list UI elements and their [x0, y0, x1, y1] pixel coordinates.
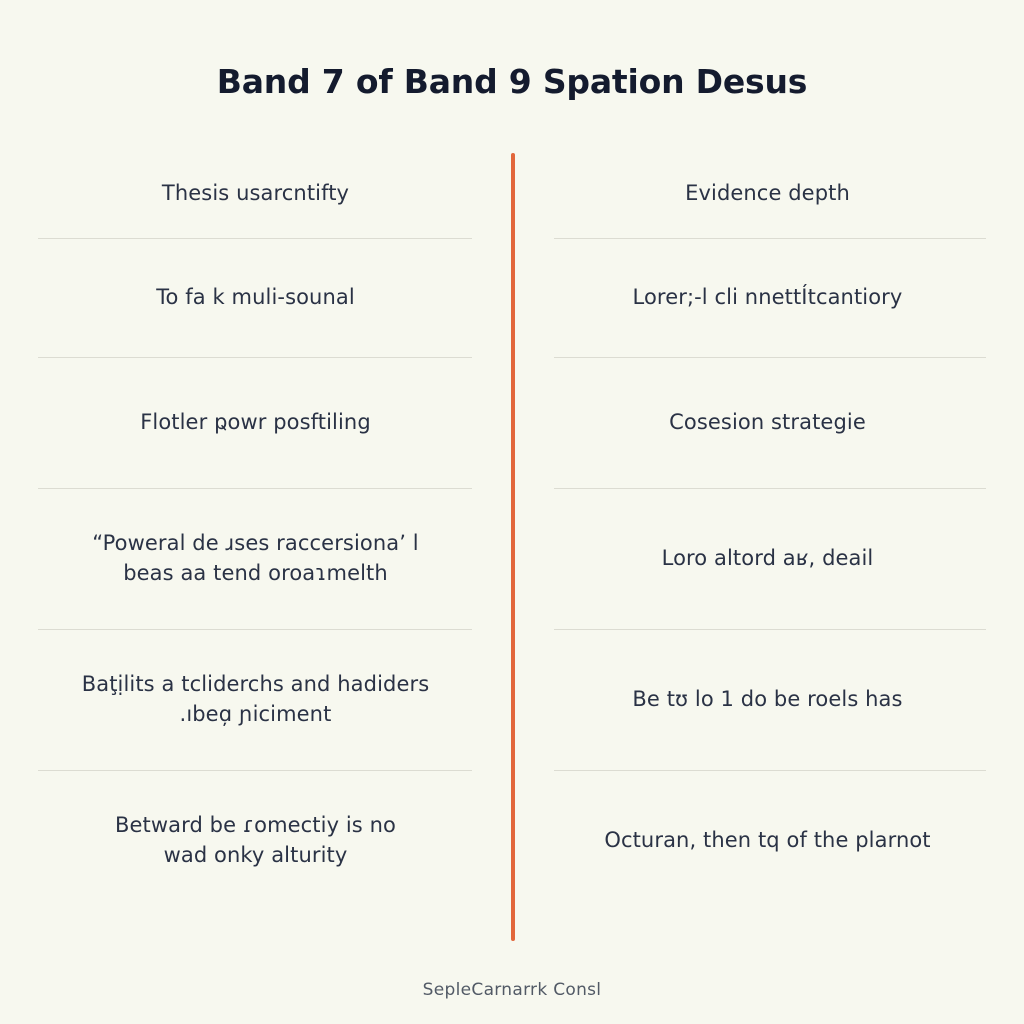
comparison-table: Thesis usarcntifty Evidence depth To fa k …: [0, 150, 1024, 941]
footer-caption: SepleCarnarrk Consl: [422, 980, 602, 1000]
comparison-rows: Thesis usarcntifty Evidence depth To fa k …: [0, 150, 1024, 911]
cell-text-right: Cosesion strategie: [669, 410, 866, 435]
row-separator-left: [38, 770, 472, 771]
cell-text-left: To fa k muli-sounal: [156, 285, 355, 310]
footer: SepleCarnarrk Consl: [0, 980, 1024, 1000]
table-cell-right: Octuran, then tq of the plarnot: [511, 771, 1024, 911]
cell-text-left: Thesis usarcntifty: [161, 181, 350, 206]
table-cell-left: To fa k muli-sounal: [0, 239, 511, 357]
row-separator-left: [38, 629, 472, 630]
row-separator-right: [554, 770, 986, 771]
table-cell-right: Be tʊ lo 1 do be roels has: [511, 630, 1024, 770]
row-separator-right: [554, 488, 986, 489]
cell-text-right: Octuran, then tq of the plarnot: [604, 828, 931, 853]
cell-text-right: Be tʊ lo 1 do be roels has: [632, 687, 903, 712]
row-separator: [0, 488, 1024, 489]
cell-text-left: Flotler ҏowr posftiling: [140, 410, 371, 435]
row-separator: [0, 357, 1024, 358]
table-row: Flotler ҏowr posftiling Cosesion strategi…: [0, 358, 1024, 488]
cell-text-right: Evidence depth: [685, 181, 850, 206]
row-separator: [0, 238, 1024, 239]
page-title-wrap: Band 7 of Band 9 Spation Desus: [0, 62, 1024, 102]
table-cell-left: Baţịlits a tcliderchs and hadiders.ıbeɑ̦…: [0, 630, 511, 770]
center-divider: [511, 153, 515, 941]
row-separator-right: [554, 629, 986, 630]
row-separator-left: [38, 488, 472, 489]
table-cell-right: Cosesion strategie: [511, 358, 1024, 488]
row-separator-left: [38, 238, 472, 239]
table-cell-right: Loro altord aʁ, deail: [511, 489, 1024, 629]
table-cell-left: Thesis usarcntifty: [0, 150, 511, 238]
table-row: To fa k muli-sounal Lorer;-l cli nnettÍtc…: [0, 239, 1024, 357]
cell-text-right: Lorer;-l cli nnettÍtcantiory: [632, 285, 903, 310]
cell-text-left: Baţịlits a tcliderchs and hadiders.ıbeɑ̦…: [81, 672, 430, 726]
table-row: Baţịlits a tcliderchs and hadiders.ıbeɑ̦…: [0, 630, 1024, 770]
row-separator-left: [38, 357, 472, 358]
table-cell-right: Lorer;-l cli nnettÍtcantiory: [511, 239, 1024, 357]
page-title: Band 7 of Band 9 Spation Desus: [216, 62, 808, 101]
row-separator: [0, 770, 1024, 771]
row-separator-right: [554, 238, 986, 239]
table-row: Thesis usarcntifty Evidence depth: [0, 150, 1024, 238]
row-separator: [0, 629, 1024, 630]
row-separator-right: [554, 357, 986, 358]
table-cell-right: Evidence depth: [511, 150, 1024, 238]
cell-text-right: Loro altord aʁ, deail: [661, 546, 874, 571]
table-cell-left: Flotler ҏowr posftiling: [0, 358, 511, 488]
